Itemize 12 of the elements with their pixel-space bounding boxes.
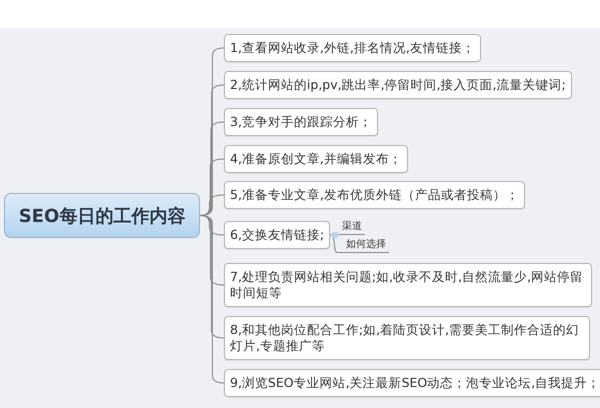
connector-line	[330, 234, 338, 253]
branch-topic: 8,和其他岗位配合工作;如,着陆页设计,需要美工制作合适的幻灯片,专题推广等	[224, 316, 590, 360]
branch-topic: 7,处理负责网站相关问题;如,收录不及时,自然流量少,网站停留时间短等	[224, 263, 592, 307]
branch-topic: 6,交换友情链接;	[224, 221, 330, 249]
branch-topic: 4,准备原创文章,并编辑发布；	[224, 145, 408, 173]
branch-topic: 2,统计网站的ip,pv,跳出率,停留时间,接入页面,流量关键词;	[224, 71, 572, 99]
branch-topic: 5,准备专业文章,发布优质外链（产品或者投稿）；	[224, 181, 525, 209]
branch-topic: 9,浏览SEO专业网站,关注最新SEO动态；泡专业论坛,自我提升；	[224, 369, 600, 397]
central-topic: SEO每日的工作内容	[4, 193, 200, 238]
branch-topic: 3,竞争对手的跟踪分析；	[224, 108, 378, 136]
subtopic-label: 如何选择	[337, 239, 389, 253]
branch-topic: 1,查看网站收录,外链,排名情况,友情链接；	[224, 34, 481, 62]
